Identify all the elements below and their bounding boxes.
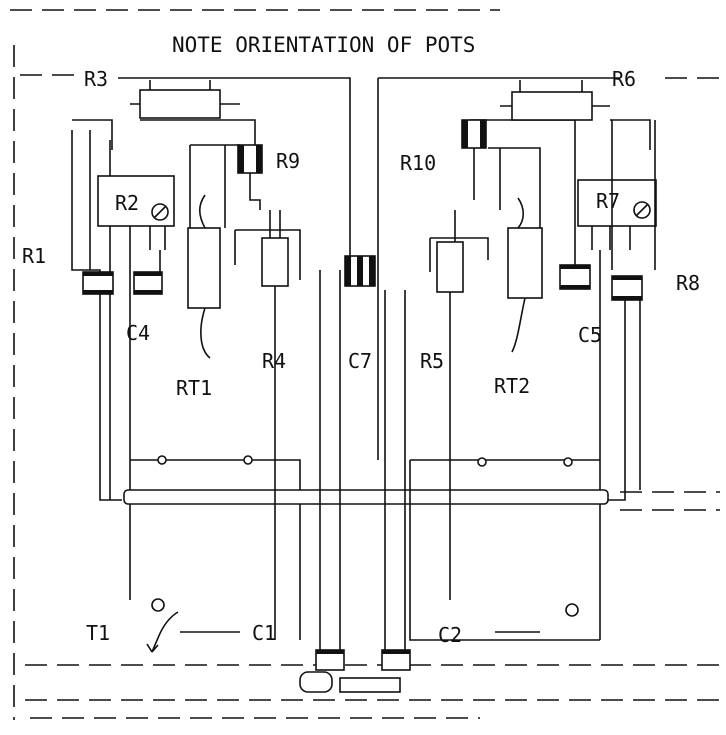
label-r7: R7: [596, 189, 620, 213]
label-r2: R2: [115, 191, 139, 215]
top-wiring: [72, 77, 651, 460]
label-r6: R6: [612, 67, 636, 91]
r2-pot: [97, 175, 175, 250]
r6-resistor: [500, 80, 610, 121]
label-r8: R8: [676, 271, 700, 295]
r10-resistor: [461, 119, 487, 200]
label-c1: C1: [252, 621, 276, 645]
label-r9: R9: [276, 149, 300, 173]
label-r3: R3: [84, 67, 108, 91]
c5-capacitor: [559, 170, 601, 640]
center-traces: [274, 270, 600, 650]
label-c5: C5: [578, 323, 602, 347]
r7-pot: [577, 179, 657, 250]
label-t1: T1: [86, 621, 110, 645]
label-r10: R10: [400, 151, 436, 175]
label-rt2: RT2: [494, 374, 530, 398]
c7-capacitor: [344, 255, 376, 287]
c4-capacitor: [129, 250, 163, 600]
r5-resistor: [429, 210, 489, 320]
label-rt1: RT1: [176, 376, 212, 400]
bottom-components: [146, 598, 579, 693]
label-r1: R1: [22, 244, 46, 268]
label-r4: R4: [262, 349, 286, 373]
title-text: NOTE ORIENTATION OF POTS: [172, 33, 475, 57]
rt1-thermistor: [187, 144, 240, 359]
right-heatsink: [410, 457, 600, 467]
bus-bar: [123, 489, 609, 505]
r8-strip: [604, 120, 656, 501]
r4-resistor: [234, 210, 301, 305]
label-r5: R5: [420, 349, 444, 373]
label-c2: C2: [438, 623, 462, 647]
label-c7: C7: [348, 349, 372, 373]
rt2-thermistor: [488, 147, 543, 353]
r3-resistor: [130, 80, 240, 119]
r9-resistor: [237, 144, 263, 210]
label-c4: C4: [126, 321, 150, 345]
left-heatsink: [130, 455, 301, 640]
board-outline: [10, 9, 720, 720]
